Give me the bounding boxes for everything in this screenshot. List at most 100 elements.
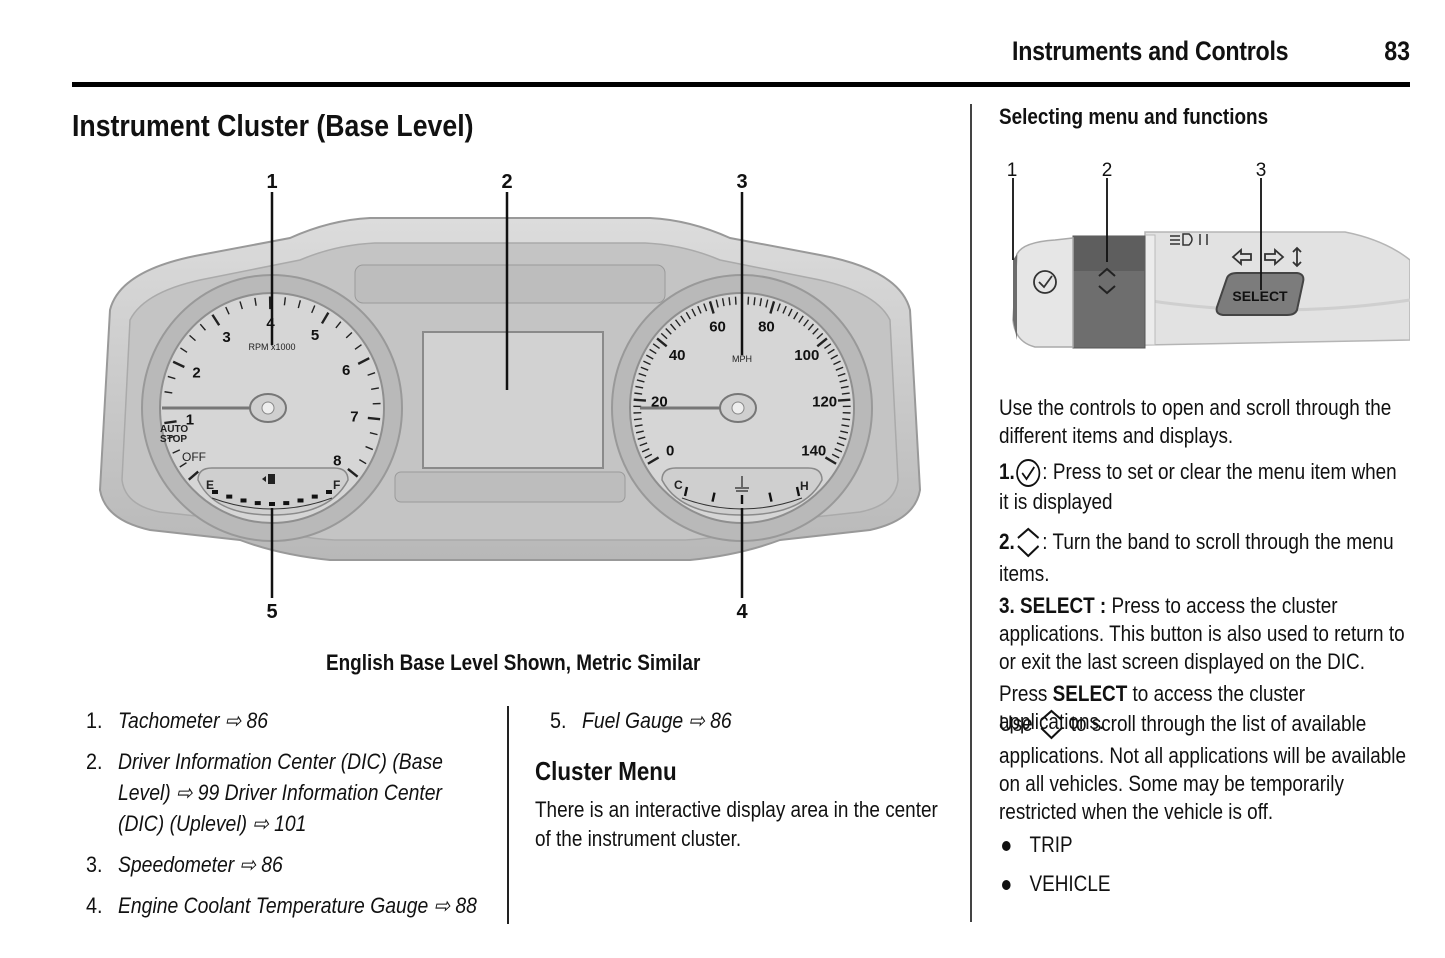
checkmark-circle-icon [1016, 459, 1041, 488]
list-column-divider [507, 706, 509, 924]
callout-2: 2 [501, 171, 512, 193]
speed-tick [691, 308, 697, 317]
speed-tick [834, 448, 843, 453]
speed-tick [782, 305, 787, 314]
fuel-segment [283, 501, 290, 506]
header-rule [72, 82, 1410, 87]
speed-tick [715, 299, 719, 308]
fuel-segment [212, 490, 218, 494]
tach-tick [369, 432, 378, 436]
page-ref-link[interactable]: 86 [710, 708, 732, 733]
cluster-menu-text: There is an interactive display area in … [535, 797, 938, 851]
running-head: Instruments and Controls 83 [0, 36, 1410, 76]
tach-tick [199, 323, 206, 331]
tach-tick [164, 391, 173, 394]
tach-tick [164, 420, 177, 425]
speed-tick [836, 442, 845, 447]
speed-scale-label: 20 [651, 394, 668, 411]
tach-tick [180, 347, 188, 353]
speed-tick [685, 311, 691, 320]
off-label: OFF [182, 450, 206, 464]
page-ref-link[interactable]: 86 [246, 708, 269, 733]
tach-tick [357, 357, 370, 365]
select-button: SELECT [1215, 272, 1305, 316]
page-ref-link[interactable]: 86 [261, 852, 283, 877]
coolant-tick [683, 486, 689, 497]
speed-tick [776, 303, 781, 312]
speed-tick [633, 398, 647, 402]
speed-tick [831, 453, 840, 459]
fuel-full-label: F [333, 478, 340, 492]
list-item: 3. Speedometer ⇨ 86 [86, 852, 283, 877]
scroll-instructions: Use to scroll through the list of availa… [999, 708, 1408, 826]
speed-tick [840, 385, 849, 389]
speed-tick [793, 311, 799, 320]
stalk-callout-1: 1 [1007, 160, 1018, 181]
page-ref-link[interactable]: 99 [197, 780, 220, 805]
column-divider [970, 104, 972, 922]
cluster-menu-heading: Cluster Menu [535, 756, 677, 786]
figure-caption: English Base Level Shown, Metric Similar [326, 650, 701, 675]
intro-text: Use the controls to open and scroll thro… [999, 395, 1392, 448]
tach-tick [211, 314, 221, 326]
speed-tick [840, 430, 849, 434]
coolant-ticks [683, 486, 801, 504]
speed-tick [807, 323, 815, 331]
fuel-segment [311, 494, 318, 499]
tach-scale-label: 6 [342, 362, 350, 379]
speed-tick [812, 328, 819, 335]
tach-scale-label: 7 [350, 409, 358, 426]
speed-tick [669, 323, 677, 331]
speed-scale-label: 40 [669, 347, 686, 364]
speed-tick [665, 328, 672, 335]
page-ref-link[interactable]: 88 [455, 893, 477, 918]
callout-3: 3 [736, 171, 747, 193]
page-ref-link[interactable]: 101 [274, 811, 307, 836]
fuel-segment [297, 498, 304, 503]
speed-tick [765, 299, 769, 308]
speed-tick [641, 448, 650, 453]
speed-tick [833, 360, 841, 366]
speed-scale-label: 60 [709, 319, 726, 336]
tach-tick [335, 321, 342, 329]
tach-tick [371, 387, 379, 391]
up-down-chevron-icon [1098, 267, 1116, 295]
tach-tick [167, 375, 176, 380]
speed-tick [787, 308, 793, 317]
speed-tick [798, 315, 804, 323]
checkmark-circle-icon [1033, 270, 1057, 294]
page-ref-arrow-icon: ⇨ [219, 708, 247, 733]
page-ref-arrow-icon: ⇨ [428, 893, 456, 918]
speed-tick [649, 348, 657, 355]
coolant-tick [768, 492, 773, 502]
control-1-description: 1.: Press to set or clear the menu item … [999, 459, 1397, 515]
speed-tick [635, 385, 644, 389]
coolant-hot-label: H [800, 479, 809, 493]
tach-tick [311, 305, 316, 314]
speed-tick [640, 366, 649, 371]
speed-tick [830, 354, 839, 360]
speed-scale-label: 80 [758, 319, 775, 336]
callout-5: 5 [266, 601, 277, 623]
speed-tick [839, 379, 848, 383]
speed-tick [769, 301, 776, 314]
application-list-item: TRIP [1002, 832, 1073, 858]
speed-tick [697, 305, 702, 314]
speed-tick [647, 456, 660, 465]
list-item: 5. Fuel Gauge ⇨ 86 [550, 708, 732, 733]
page-ref-arrow-icon: ⇨ [247, 811, 275, 836]
speed-tick [842, 418, 851, 421]
speed-tick [680, 315, 686, 323]
speed-scale-label: 0 [666, 443, 674, 460]
list-item: 1. Tachometer ⇨ 86 [86, 708, 269, 733]
speed-tick [803, 319, 810, 327]
page-ref-arrow-icon: ⇨ [234, 852, 262, 877]
tach-tick [367, 372, 376, 376]
speed-tick [753, 297, 756, 306]
tach-scale-label: 8 [333, 452, 341, 469]
speed-tick [837, 372, 846, 377]
speed-tick [759, 298, 763, 307]
speed-label: MPH [732, 354, 752, 364]
section-title: Instruments and Controls [1012, 36, 1289, 66]
